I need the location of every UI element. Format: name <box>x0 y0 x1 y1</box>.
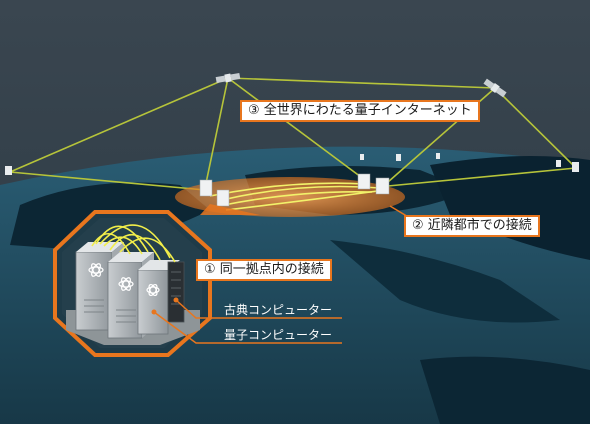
leader-dot <box>173 297 179 303</box>
callout-metro-connection: ② 近隣都市での接続 <box>404 215 540 237</box>
satellite-icon <box>215 72 241 84</box>
landmass <box>430 156 590 260</box>
landmass <box>330 240 560 323</box>
callout-local-connection: ① 同一拠点内の接続 <box>196 259 332 281</box>
server-node-icon <box>5 153 579 175</box>
landmass <box>420 356 590 424</box>
legend-leaders <box>153 299 342 344</box>
satellite-icon <box>483 78 507 98</box>
callout-global-internet: ③ 全世界にわたる量子インターネット <box>240 100 480 122</box>
zoom-connector <box>200 204 260 215</box>
rack-vents <box>84 299 136 323</box>
global-links <box>9 77 577 191</box>
atom-icon <box>88 263 104 277</box>
classical-computer-icon <box>167 261 185 323</box>
local-links <box>91 224 176 263</box>
leader-dot <box>151 309 157 315</box>
atom-icon <box>118 277 134 291</box>
legend-classical-computer: 古典コンピューター <box>224 303 333 317</box>
server-node-icon <box>199 173 390 207</box>
atom-icon <box>146 283 160 297</box>
quantum-computer-icon <box>137 260 180 335</box>
legend-quantum-computer: 量子コンピューター <box>224 328 333 342</box>
